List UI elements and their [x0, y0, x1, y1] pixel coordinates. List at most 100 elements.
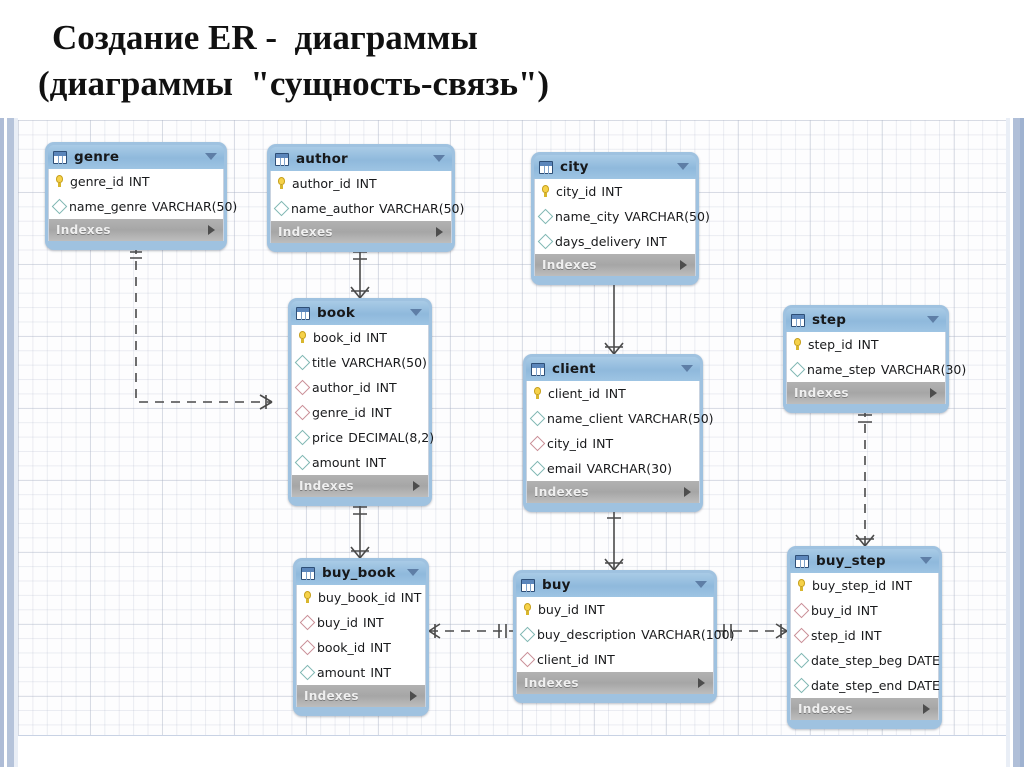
column-row[interactable]: name_step VARCHAR(30): [787, 357, 966, 382]
column-row[interactable]: amount INT: [297, 660, 425, 685]
column-row[interactable]: date_step_end DATE: [791, 673, 940, 698]
column-row[interactable]: client_id INT: [527, 381, 699, 406]
table-header-buy_book[interactable]: buy_book: [296, 561, 426, 585]
indexes-section-buy[interactable]: Indexes: [516, 672, 714, 694]
table-header-buy[interactable]: buy: [516, 573, 714, 597]
chevron-down-icon[interactable]: [433, 155, 445, 162]
indexes-section-book[interactable]: Indexes: [291, 475, 429, 497]
indexes-section-city[interactable]: Indexes: [534, 254, 696, 276]
table-header-book[interactable]: book: [291, 301, 429, 325]
column-row[interactable]: name_city VARCHAR(50): [535, 204, 710, 229]
expand-right-icon[interactable]: [413, 481, 420, 491]
column-row[interactable]: title VARCHAR(50): [292, 350, 428, 375]
column-row[interactable]: date_step_beg DATE: [791, 648, 940, 673]
indexes-label: Indexes: [542, 258, 597, 272]
column-row[interactable]: book_id INT: [297, 635, 425, 660]
column-row[interactable]: author_id INT: [292, 375, 428, 400]
column-type: VARCHAR(50): [628, 411, 714, 426]
scrollbar-right[interactable]: [1013, 112, 1020, 767]
table-name-label: buy: [542, 577, 571, 593]
indexes-section-client[interactable]: Indexes: [526, 481, 700, 503]
column-diamond-icon: [273, 200, 290, 217]
column-name: buy_book_id: [318, 590, 396, 605]
column-row[interactable]: author_id INT: [271, 171, 451, 196]
scrollbar-left[interactable]: [7, 112, 14, 767]
column-row[interactable]: price DECIMAL(8,2): [292, 425, 434, 450]
chevron-down-icon[interactable]: [205, 153, 217, 160]
column-diamond-icon: [537, 233, 554, 250]
column-row[interactable]: genre_id INT: [292, 400, 428, 425]
column-row[interactable]: name_genre VARCHAR(50): [49, 194, 237, 219]
chevron-down-icon[interactable]: [927, 316, 939, 323]
expand-right-icon[interactable]: [680, 260, 687, 270]
chevron-down-icon[interactable]: [681, 365, 693, 372]
column-row[interactable]: genre_id INT: [49, 169, 223, 194]
table-header-step[interactable]: step: [786, 308, 946, 332]
column-row[interactable]: city_id INT: [527, 431, 699, 456]
table-header-genre[interactable]: genre: [48, 145, 224, 169]
chevron-down-icon[interactable]: [407, 569, 419, 576]
column-row[interactable]: book_id INT: [292, 325, 428, 350]
column-row[interactable]: step_id INT: [791, 623, 938, 648]
chevron-down-icon[interactable]: [677, 163, 689, 170]
column-row[interactable]: step_id INT: [787, 332, 945, 357]
table-name-label: author: [296, 151, 348, 167]
column-type: INT: [601, 184, 623, 199]
column-row[interactable]: buy_book_id INT: [297, 585, 425, 610]
chevron-down-icon[interactable]: [920, 557, 932, 564]
column-row[interactable]: client_id INT: [517, 647, 713, 672]
foreign-key-icon: [299, 639, 316, 656]
column-diamond-icon: [294, 429, 311, 446]
expand-right-icon[interactable]: [436, 227, 443, 237]
expand-right-icon[interactable]: [698, 678, 705, 688]
indexes-section-step[interactable]: Indexes: [786, 382, 946, 404]
column-row[interactable]: buy_id INT: [517, 597, 713, 622]
column-row[interactable]: buy_description VARCHAR(100): [517, 622, 734, 647]
column-row[interactable]: name_author VARCHAR(50): [271, 196, 464, 221]
expand-right-icon[interactable]: [923, 704, 930, 714]
column-row[interactable]: city_id INT: [535, 179, 695, 204]
column-row[interactable]: buy_id INT: [297, 610, 425, 635]
expand-right-icon[interactable]: [410, 691, 417, 701]
column-type: VARCHAR(50): [379, 201, 465, 216]
indexes-section-genre[interactable]: Indexes: [48, 219, 224, 241]
column-type: INT: [370, 640, 391, 655]
indexes-section-buy_step[interactable]: Indexes: [790, 698, 939, 720]
column-row[interactable]: buy_step_id INT: [791, 573, 938, 598]
column-diamond-icon: [519, 626, 536, 643]
column-row[interactable]: days_delivery INT: [535, 229, 695, 254]
indexes-section-author[interactable]: Indexes: [270, 221, 452, 243]
column-row[interactable]: amount INT: [292, 450, 428, 475]
column-row[interactable]: buy_id INT: [791, 598, 938, 623]
expand-right-icon[interactable]: [684, 487, 691, 497]
expand-right-icon[interactable]: [208, 225, 215, 235]
column-row[interactable]: email VARCHAR(30): [527, 456, 699, 481]
table-header-city[interactable]: city: [534, 155, 696, 179]
column-type: INT: [584, 602, 605, 617]
table-name-label: step: [812, 312, 847, 328]
table-header-author[interactable]: author: [270, 147, 452, 171]
expand-right-icon[interactable]: [930, 388, 937, 398]
chevron-down-icon[interactable]: [695, 581, 707, 588]
chevron-down-icon[interactable]: [410, 309, 422, 316]
indexes-section-buy_book[interactable]: Indexes: [296, 685, 426, 707]
primary-key-icon: [277, 177, 286, 190]
column-row[interactable]: name_client VARCHAR(50): [527, 406, 714, 431]
table-header-buy_step[interactable]: buy_step: [790, 549, 939, 573]
primary-key-icon: [533, 387, 542, 400]
table-header-client[interactable]: client: [526, 357, 700, 381]
column-type: DATE: [907, 678, 940, 693]
column-name: step_id: [811, 628, 856, 643]
